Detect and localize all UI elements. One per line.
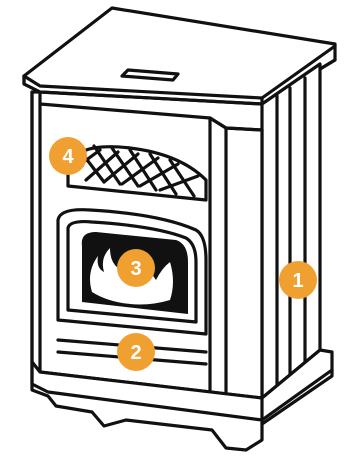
callout-4-label: 4 [62,146,74,168]
side-panel [262,64,320,398]
callout-4: 4 [49,137,87,175]
callout-2-label: 2 [130,342,141,364]
callout-3: 3 [117,249,155,287]
callout-2: 2 [117,333,155,371]
callout-3-label: 3 [130,258,141,280]
callout-1: 1 [279,261,317,299]
callout-1-label: 1 [292,270,303,292]
